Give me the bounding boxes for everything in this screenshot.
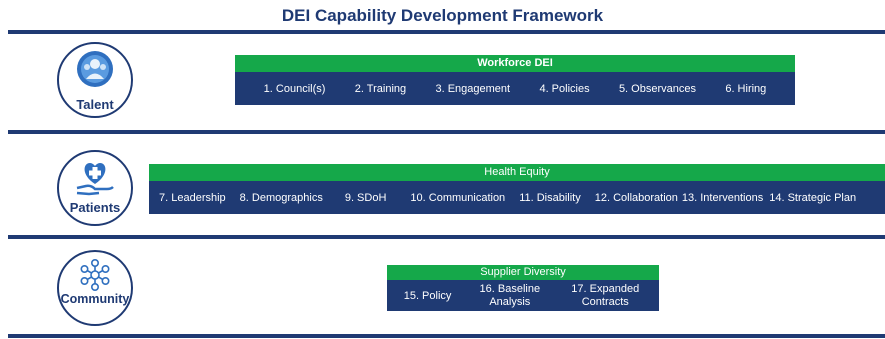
divider-rule	[8, 334, 885, 338]
capability-item: 8. Demographics	[239, 191, 323, 204]
health-equity-header: Health Equity	[149, 164, 885, 181]
network-icon	[80, 258, 110, 291]
capability-item: 17. Expanded Contracts	[571, 282, 640, 308]
workforce-dei-items: 1. Council(s) 2. Training 3. Engagement …	[235, 72, 795, 105]
capability-item: 11. Disability	[519, 191, 581, 204]
talent-circle: Talent	[57, 42, 133, 118]
capability-item: 3. Engagement	[435, 82, 511, 95]
capability-item: 2. Training	[354, 82, 407, 95]
workforce-dei-header: Workforce DEI	[235, 55, 795, 72]
capability-item: 6. Hiring	[725, 82, 767, 95]
capability-item: 5. Observances	[618, 82, 696, 95]
people-group-icon	[77, 51, 113, 87]
page-title: DEI Capability Development Framework	[281, 6, 604, 25]
community-label: Community	[60, 292, 130, 306]
divider-rule	[8, 235, 885, 239]
capability-item: 12. Collaboration	[594, 191, 678, 204]
capability-item: 14. Strategic Plan	[769, 191, 857, 204]
supplier-diversity-header: Supplier Diversity	[387, 265, 659, 280]
divider-rule	[8, 130, 885, 134]
health-equity-block: Health Equity 7. Leadership 8. Demograph…	[149, 164, 885, 214]
patients-label: Patients	[69, 200, 121, 215]
capability-item: 1. Council(s)	[263, 82, 326, 95]
health-equity-items: 7. Leadership 8. Demographics 9. SDoH 10…	[149, 181, 885, 214]
capability-item: 16. Baseline Analysis	[479, 282, 541, 308]
supplier-diversity-items: 15. Policy 16. Baseline Analysis 17. Exp…	[387, 280, 659, 311]
capability-item: 7. Leadership	[159, 191, 226, 204]
capability-item: 13. Interventions	[681, 191, 764, 204]
capability-item: 4. Policies	[539, 82, 590, 95]
capability-item: 15. Policy	[403, 289, 452, 302]
workforce-dei-block: Workforce DEI 1. Council(s) 2. Training …	[235, 55, 795, 105]
talent-label: Talent	[76, 97, 114, 112]
capability-item: 9. SDoH	[344, 191, 387, 204]
patients-circle: Patients	[57, 150, 133, 226]
supplier-diversity-block: Supplier Diversity 15. Policy 16. Baseli…	[387, 265, 659, 311]
heart-hand-icon	[76, 163, 114, 196]
capability-item: 10. Communication	[410, 191, 506, 204]
community-circle: Community	[57, 250, 133, 326]
divider-rule	[8, 30, 885, 34]
